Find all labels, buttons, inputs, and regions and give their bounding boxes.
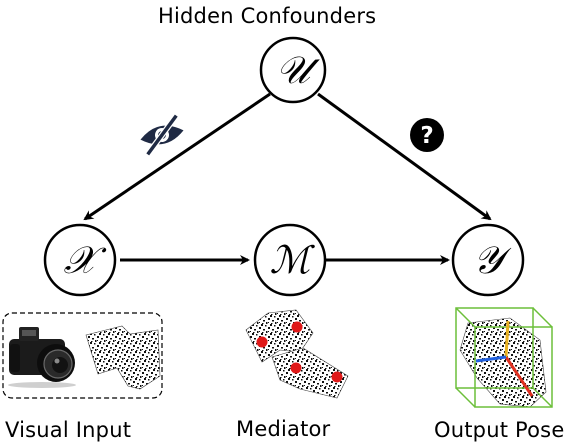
node-u: [259, 36, 327, 104]
keypoint-marker: [290, 362, 302, 374]
camera-image: [8, 327, 76, 388]
node-x: [43, 223, 117, 297]
node-m: [253, 223, 327, 297]
keypoint-marker: [331, 371, 343, 383]
label-visual-input: Visual Input: [5, 418, 132, 442]
keypoint-marker: [291, 321, 303, 333]
label-output-pose: Output Pose: [434, 418, 565, 442]
keypoint-marker: [256, 336, 268, 348]
visual-input-box: [2, 312, 163, 399]
output-pose-image: [455, 307, 553, 408]
svg-text:?: ?: [420, 123, 433, 149]
edge-u-x: [83, 92, 271, 221]
node-y: [451, 223, 525, 297]
question-circle-icon: ?: [410, 118, 444, 152]
node-m-symbol: ℳ: [270, 238, 316, 282]
label-mediator: Mediator: [236, 417, 331, 441]
edge-u-y: [317, 92, 492, 221]
eye-slash-icon: [140, 113, 184, 157]
visual-pointcloud: [85, 325, 161, 390]
diagram-title: Hidden Confounders: [158, 4, 377, 28]
